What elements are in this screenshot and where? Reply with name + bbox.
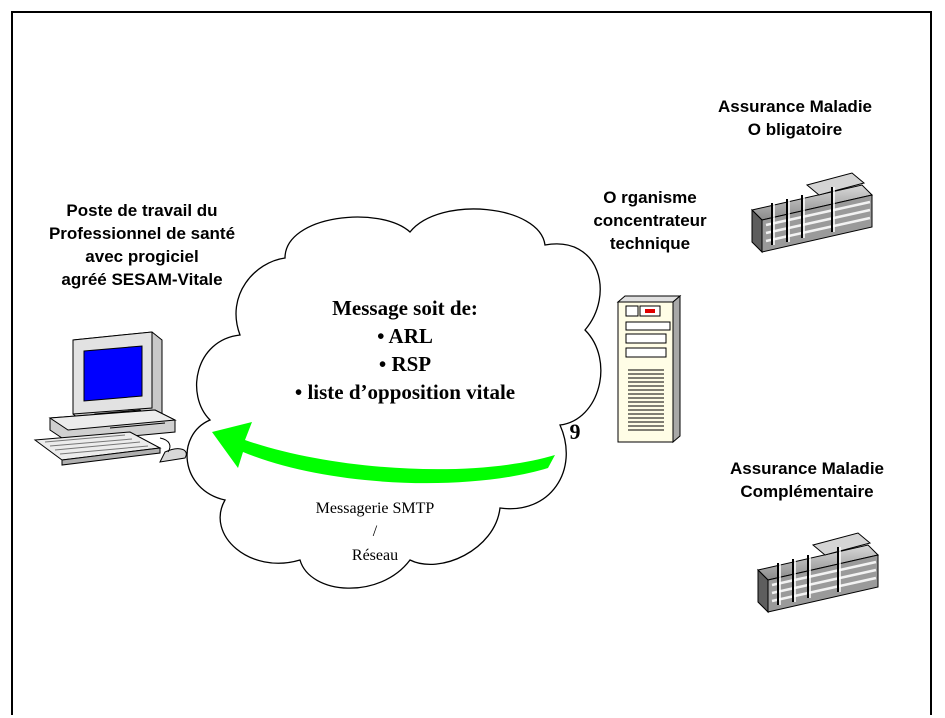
return-arrow — [212, 422, 555, 484]
amc-label: Assurance Maladie Complémentaire — [712, 457, 902, 503]
amo-label-line: O bligatoire — [747, 120, 843, 139]
computer-icon — [33, 331, 187, 466]
step-number: 9 — [569, 419, 581, 444]
workstation-label-line: agréé SESAM-Vitale — [61, 270, 223, 289]
message-item-arl: • ARL — [377, 324, 433, 348]
concentrator-label-line: concentrateur — [593, 211, 707, 230]
message-box: Message soit de: • ARL • RSP • liste d’o… — [250, 294, 560, 406]
concentrator-label-line: technique — [609, 234, 691, 253]
amc-label-line: Complémentaire — [740, 482, 874, 501]
message-item-rsp: • RSP — [378, 352, 432, 376]
network-label-line: Réseau — [351, 547, 399, 564]
message-title: Message soit de: — [332, 296, 478, 320]
workstation-label-line: Professionnel de santé — [48, 224, 236, 243]
server-tower-icon — [616, 294, 682, 444]
workstation-label-line: Poste de travail du — [66, 201, 218, 220]
concentrator-label: O rganisme concentrateur technique — [575, 186, 725, 255]
amo-label-line: Assurance Maladie — [717, 97, 872, 116]
amo-label: Assurance Maladie O bligatoire — [700, 95, 890, 141]
amc-label-line: Assurance Maladie — [729, 459, 884, 478]
office-building-icon — [757, 532, 879, 614]
workstation-label: Poste de travail du Professionnel de san… — [22, 199, 262, 291]
concentrator-label-line: O rganisme — [603, 188, 697, 207]
network-label-line: Messagerie SMTP — [315, 500, 435, 517]
office-building-icon — [751, 172, 873, 254]
network-label: Messagerie SMTP / Réseau — [290, 494, 460, 570]
message-item-opposition-list: • liste d’opposition vitale — [294, 380, 516, 404]
network-cloud — [186, 208, 602, 589]
workstation-label-line: avec progiciel — [85, 247, 199, 266]
network-label-line: / — [372, 523, 378, 540]
